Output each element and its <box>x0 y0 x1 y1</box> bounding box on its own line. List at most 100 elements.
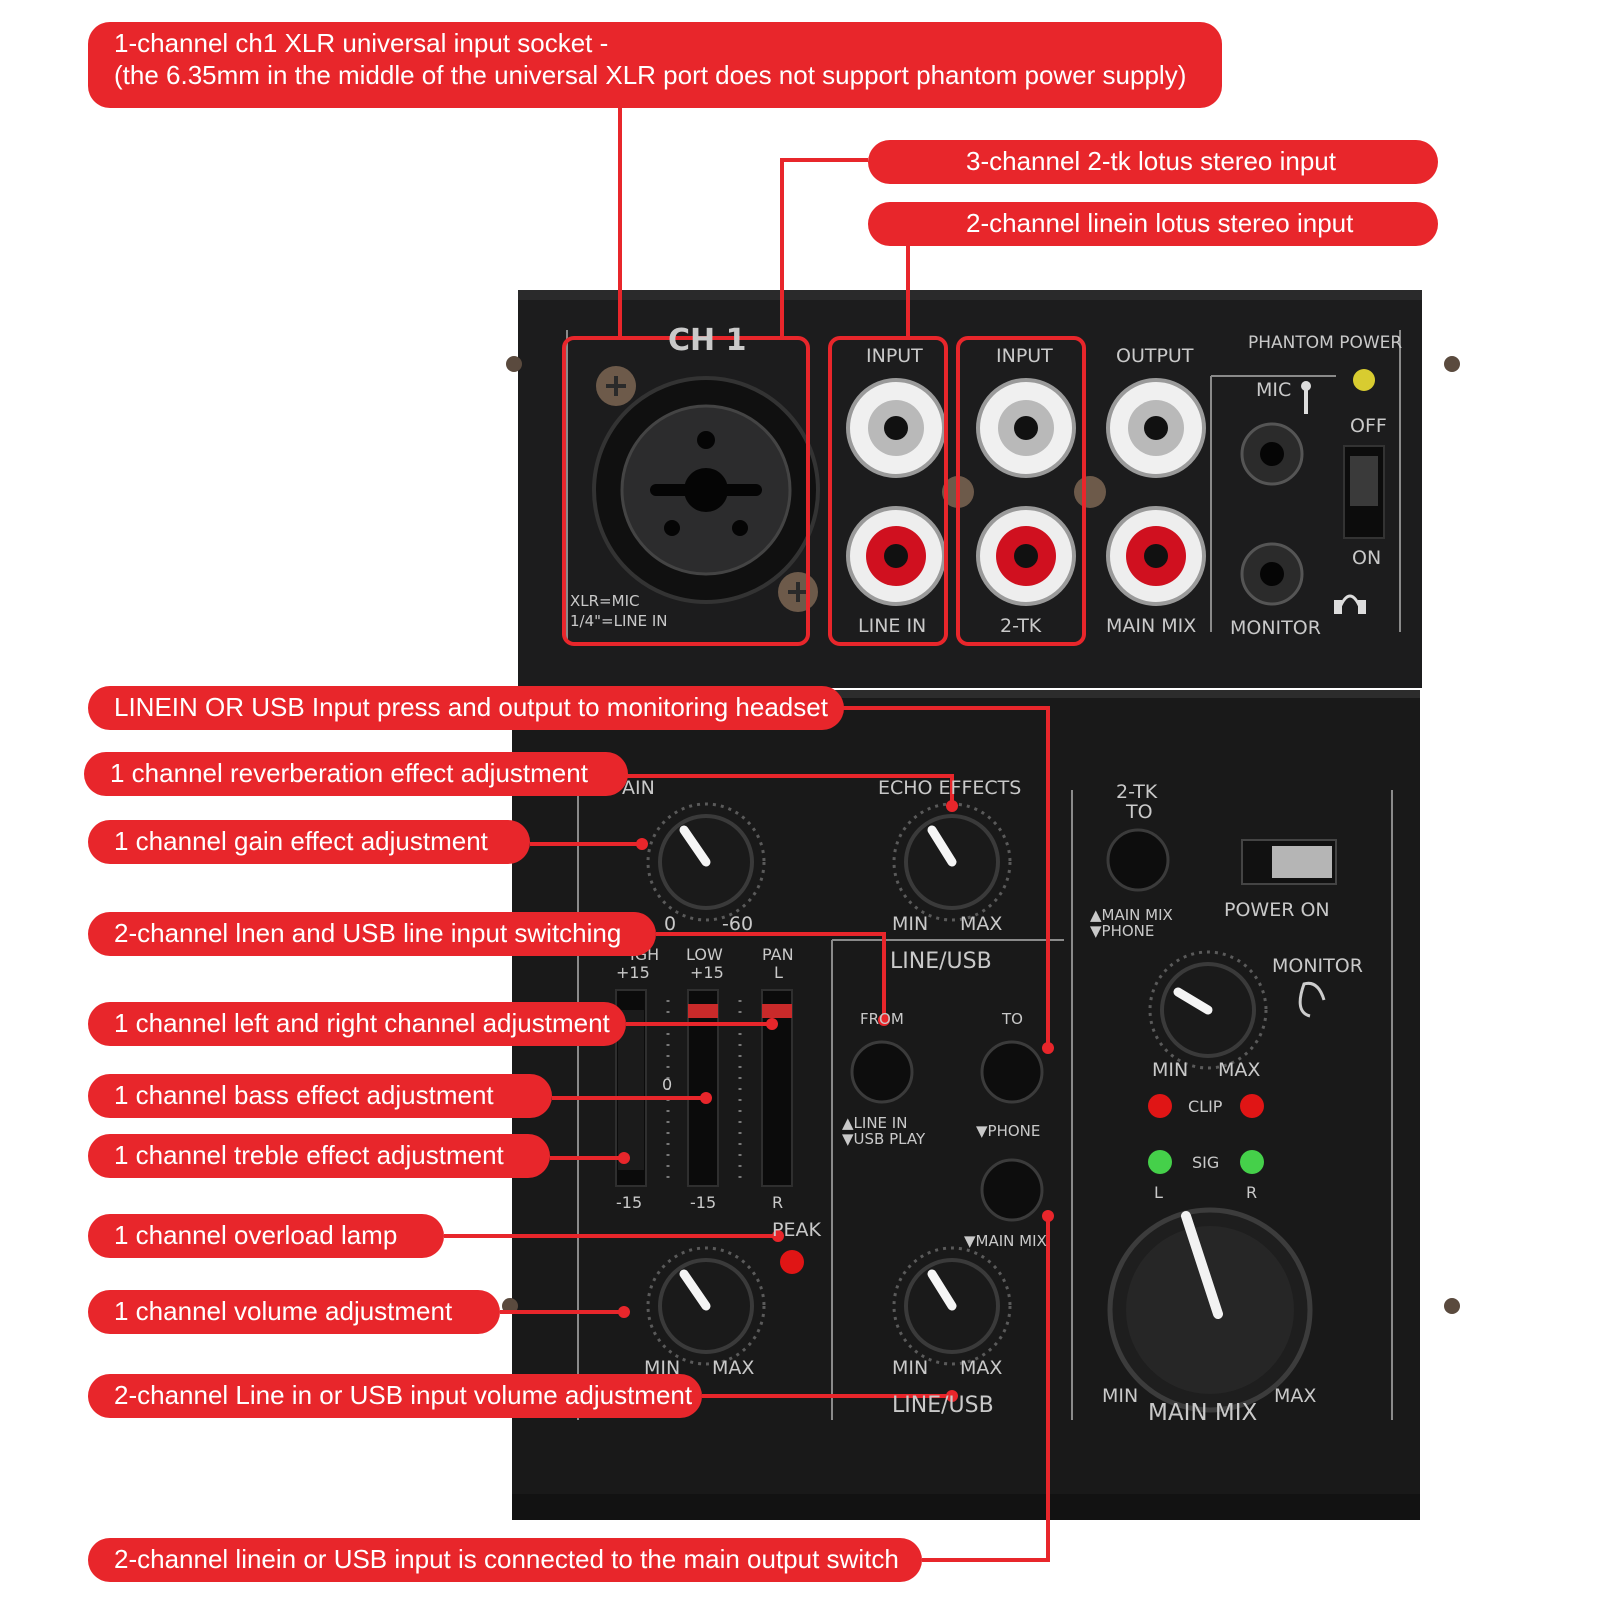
line-usb-to-main-mix-button[interactable] <box>980 1158 1044 1222</box>
pan-label: PAN <box>762 945 794 964</box>
2tk-main-mix-label: ▲MAIN MIX <box>1090 906 1173 924</box>
leader-lines <box>444 106 1050 1562</box>
callout-reverb: 1 channel reverberation effect adjustmen… <box>84 752 628 796</box>
callout-line-usb-volume: 2-channel Line in or USB input volume ad… <box>88 1374 702 1418</box>
headphones-icon <box>1298 981 1326 1018</box>
low-label: LOW <box>686 945 723 964</box>
main-mix-label: MAIN MIX <box>1148 1400 1258 1426</box>
off-label: OFF <box>1350 415 1387 437</box>
screw-icon <box>1444 356 1460 372</box>
low-eq-slider[interactable] <box>687 989 719 1187</box>
screw-icon <box>506 356 522 372</box>
line-usb-volume-knob[interactable] <box>892 1246 1012 1366</box>
monitor-jack-label: MONITOR <box>1230 617 1321 639</box>
callout-bass: 1 channel bass effect adjustment <box>88 1074 552 1118</box>
line-usb-max-label: MAX <box>960 1357 1002 1379</box>
phone-label: ▼PHONE <box>976 1122 1040 1140</box>
monitor-knob-label: MONITOR <box>1272 955 1363 977</box>
2tk-highlight-box <box>956 336 1086 646</box>
input-label-2: INPUT <box>996 345 1053 367</box>
rca-jack-line-in-left[interactable] <box>846 378 946 478</box>
monitor-max-label: MAX <box>1218 1059 1260 1081</box>
rca-jack-2tk-left[interactable] <box>976 378 1076 478</box>
callout-xlr-line1: 1-channel ch1 XLR universal input socket… <box>114 28 609 58</box>
pan-l-label: L <box>774 963 783 982</box>
monitor-knob[interactable] <box>1148 950 1268 1070</box>
sig-led-left <box>1148 1150 1172 1174</box>
rca-jack-line-in-right[interactable] <box>846 506 946 606</box>
pan-r-label: R <box>772 1193 783 1212</box>
from-label: FROM <box>860 1010 904 1028</box>
high-plus15-label: +15 <box>616 963 650 982</box>
low-plus15-label: +15 <box>690 963 724 982</box>
2tk-label: 2-TK <box>1000 615 1042 637</box>
screw-icon <box>1444 1298 1460 1314</box>
high-minus15-label: -15 <box>616 1193 642 1212</box>
2tk-to-label-b: TO <box>1125 801 1153 823</box>
pan-slider[interactable] <box>761 989 793 1187</box>
line-in-arrow-label: ▲LINE IN <box>842 1114 907 1132</box>
rca-jack-main-mix-right[interactable] <box>1106 506 1206 606</box>
2tk-to-button[interactable] <box>1106 828 1170 892</box>
peak-led <box>780 1250 804 1274</box>
ch1-volume-knob[interactable] <box>646 1246 766 1366</box>
line-usb-to-phone-button[interactable] <box>980 1040 1044 1104</box>
callout-overload: 1 channel overload lamp <box>88 1214 444 1258</box>
2tk-to-label-a: 2-TK <box>1116 781 1158 803</box>
main-mix-knob[interactable] <box>1107 1207 1313 1413</box>
ch1-label: CH 1 <box>668 323 746 358</box>
on-label: ON <box>1352 547 1381 569</box>
2tk-phone-label: ▼PHONE <box>1090 922 1154 940</box>
line-usb-header: LINE/USB <box>890 949 992 974</box>
line-in-label: LINE IN <box>858 615 926 637</box>
echo-max-label: MAX <box>960 913 1002 935</box>
main-max-label: MAX <box>1274 1385 1316 1407</box>
gain-minus60-label: -60 <box>722 913 753 935</box>
sig-label: SIG <box>1192 1153 1219 1172</box>
xlr-mic-label: XLR=MIC <box>570 592 639 610</box>
mic-label: MIC <box>1256 379 1291 401</box>
xlr-highlight-box <box>562 336 810 646</box>
low-minus15-label: -15 <box>690 1193 716 1212</box>
callout-monitor-press: LINEIN OR USB Input press and output to … <box>88 686 844 730</box>
callout-volume: 1 channel volume adjustment <box>88 1290 500 1334</box>
to-label: TO <box>1001 1010 1023 1028</box>
screw-icon <box>1074 476 1106 508</box>
callout-main-switch: 2-channel linein or USB input is connect… <box>88 1538 922 1582</box>
clip-led-right <box>1240 1094 1264 1118</box>
zero-label: 0 <box>662 1075 672 1094</box>
line-usb-from-button[interactable] <box>850 1040 914 1104</box>
callout-linein-input: 2-channel linein lotus stereo input <box>868 202 1438 246</box>
callout-xlr-socket: 1-channel ch1 XLR universal input socket… <box>88 22 1222 108</box>
line-usb-min-label: MIN <box>892 1357 928 1379</box>
rca-jack-main-mix-left[interactable] <box>1106 378 1206 478</box>
led-l-label: L <box>1154 1183 1163 1202</box>
rca-jack-2tk-right[interactable] <box>976 506 1076 606</box>
echo-min-label: MIN <box>892 913 928 935</box>
callout-treble: 1 channel treble effect adjustment <box>88 1134 550 1178</box>
sig-led-right <box>1240 1150 1264 1174</box>
line-in-highlight-box <box>828 336 948 646</box>
phantom-power-led <box>1353 369 1375 391</box>
gain-zero-label: 0 <box>664 913 676 935</box>
output-label: OUTPUT <box>1116 345 1194 367</box>
line-usb-footer: LINE/USB <box>892 1393 994 1418</box>
callout-pan: 1 channel left and right channel adjustm… <box>88 1002 626 1046</box>
main-min-label: MIN <box>1102 1385 1138 1407</box>
callout-gain: 1 channel gain effect adjustment <box>88 820 530 864</box>
peak-label: PEAK <box>772 1219 821 1241</box>
usb-play-label: ▼USB PLAY <box>842 1130 926 1148</box>
input-label-1: INPUT <box>866 345 923 367</box>
vol-min-label: MIN <box>644 1357 680 1379</box>
gain-knob[interactable] <box>646 802 766 922</box>
clip-led-left <box>1148 1094 1172 1118</box>
line-in-quarter-label: 1/4"=LINE IN <box>570 612 668 630</box>
vol-max-label: MAX <box>712 1357 754 1379</box>
callout-2tk-input: 3-channel 2-tk lotus stereo input <box>868 140 1438 184</box>
led-r-label: R <box>1246 1183 1257 1202</box>
callout-xlr-line2: (the 6.35mm in the middle of the univers… <box>114 60 1187 90</box>
main-mix-switch-label: ▼MAIN MIX <box>964 1232 1047 1250</box>
gain-label-partial: AIN <box>622 777 655 799</box>
